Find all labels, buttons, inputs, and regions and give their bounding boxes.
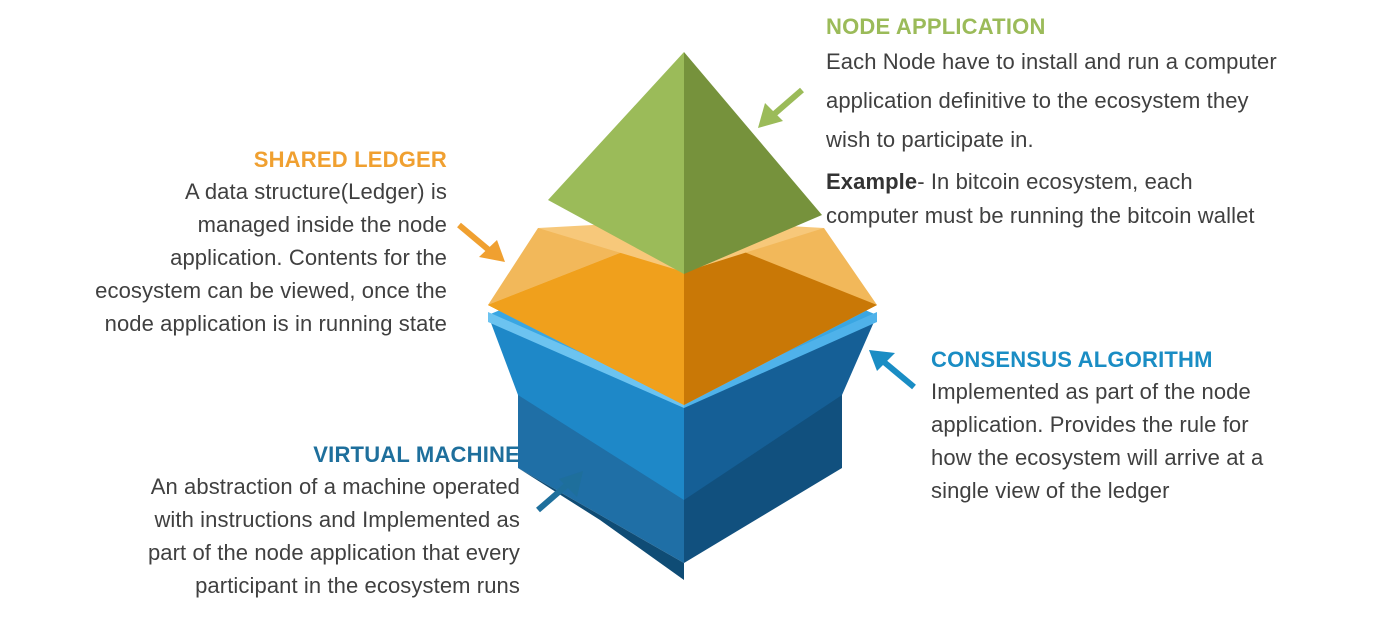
pyramid-layer-node-application	[548, 52, 822, 274]
node-application-example-line: computer must be running the bitcoin wal…	[826, 203, 1255, 228]
node-application-line: application definitive to the ecosystem …	[826, 88, 1249, 113]
node-application-line: Each Node have to install and run a comp…	[826, 49, 1277, 74]
arrow-virtual-machine	[536, 471, 583, 513]
virtual-machine-line: part of the node application that every	[147, 540, 520, 565]
node-application-example-line: Example- In bitcoin ecosystem, each	[826, 165, 1386, 199]
virtual-machine-block: VIRTUAL MACHINE An abstraction of a mach…	[30, 440, 520, 602]
arrow-consensus	[869, 350, 916, 390]
arrow-node-application	[758, 87, 804, 128]
virtual-machine-line: An abstraction of a machine operated	[150, 474, 520, 499]
shared-ledger-line: ecosystem can be viewed, once the	[95, 278, 447, 303]
virtual-machine-line: participant in the ecosystem runs	[195, 573, 520, 598]
shared-ledger-block: SHARED LEDGER A data structure(Ledger) i…	[10, 145, 447, 340]
consensus-algorithm-block: CONSENSUS ALGORITHM Implemented as part …	[931, 345, 1381, 507]
shared-ledger-line: managed inside the node	[197, 212, 447, 237]
consensus-algorithm-line: application. Provides the rule for	[931, 412, 1249, 437]
shared-ledger-line: application. Contents for the	[170, 245, 447, 270]
example-text: - In bitcoin ecosystem, each	[917, 169, 1193, 194]
shared-ledger-line: A data structure(Ledger) is	[185, 179, 447, 204]
example-label: Example	[826, 169, 918, 194]
node-application-line: wish to participate in.	[826, 127, 1034, 152]
shared-ledger-title: SHARED LEDGER	[253, 147, 447, 172]
consensus-algorithm-line: how the ecosystem will arrive at a	[931, 445, 1264, 470]
consensus-algorithm-title: CONSENSUS ALGORITHM	[931, 347, 1213, 372]
node-application-description: Each Node have to install and run a comp…	[826, 42, 1386, 159]
consensus-algorithm-line: Implemented as part of the node	[931, 379, 1251, 404]
node-application-block: NODE APPLICATION Each Node have to insta…	[826, 12, 1386, 233]
consensus-algorithm-line: single view of the ledger	[931, 478, 1170, 503]
node-application-example: Example- In bitcoin ecosystem, each comp…	[826, 165, 1386, 233]
virtual-machine-title: VIRTUAL MACHINE	[313, 442, 520, 467]
arrow-shared-ledger	[457, 222, 505, 262]
node-application-title: NODE APPLICATION	[826, 14, 1046, 39]
shared-ledger-line: node application is in running state	[104, 311, 447, 336]
virtual-machine-line: with instructions and Implemented as	[154, 507, 520, 532]
